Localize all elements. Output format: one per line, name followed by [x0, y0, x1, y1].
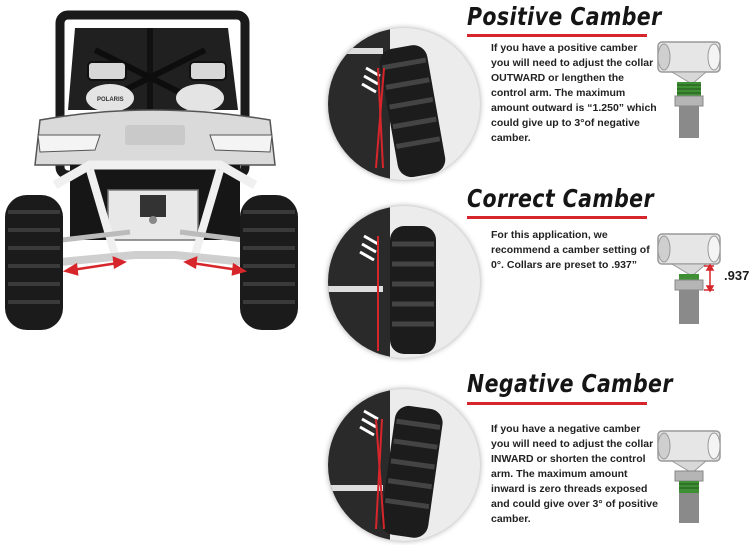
section-title: Negative Camber [467, 369, 673, 398]
section-positive-camber: Positive Camber If you have a positive c… [325, 0, 755, 180]
collar-fitting-image [650, 38, 730, 138]
collar-fitting-image [650, 427, 730, 527]
title-underline [467, 34, 647, 37]
collar-measurement-label: .937 [724, 268, 750, 283]
vehicle-badge: POLARIS [97, 97, 124, 103]
collar-fitting-image [650, 230, 730, 330]
section-description: If you have a positive camber you will n… [491, 42, 657, 144]
title-underline [467, 402, 647, 405]
section-title: Correct Camber [467, 184, 655, 213]
negative-camber-wheel-image [328, 389, 480, 541]
section-negative-camber: Negative Camber If you have a negative c… [325, 365, 755, 545]
correct-camber-wheel-image [328, 206, 480, 358]
utv-front-view-image: POLARIS [0, 0, 300, 340]
title-underline [467, 216, 647, 219]
section-description: For this application, we recommend a cam… [491, 229, 650, 271]
section-description: If you have a negative camber you will n… [491, 423, 658, 525]
section-correct-camber: Correct Camber For this application, we … [325, 182, 755, 362]
section-title: Positive Camber [467, 2, 662, 31]
positive-camber-wheel-image [328, 28, 480, 180]
